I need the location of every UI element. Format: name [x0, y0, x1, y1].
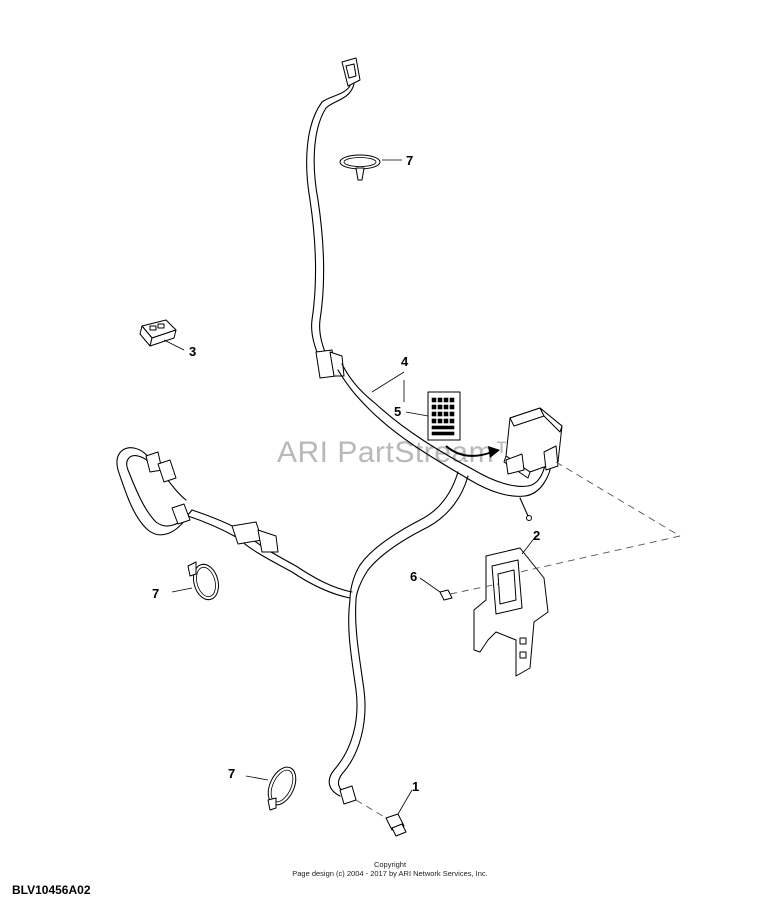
copyright-title: Copyright: [373, 860, 407, 869]
cable-tie-bottom[interactable]: [245, 763, 301, 811]
callout-1: 1: [412, 779, 419, 794]
watermark: ARI PartStream™: [277, 436, 525, 469]
cable-tie-top[interactable]: [339, 154, 402, 181]
switch-part[interactable]: [139, 319, 185, 351]
controller-module[interactable]: [503, 407, 563, 479]
sensor-part[interactable]: [355, 789, 413, 837]
decal-part[interactable]: [405, 391, 500, 458]
callout-3: 3: [189, 344, 196, 359]
callout-7-top: 7: [406, 153, 413, 168]
copyright-text: Page design (c) 2004 - 2017 by ARI Netwo…: [292, 869, 488, 878]
cable-tie-left[interactable]: [171, 561, 222, 603]
alignment-line-lower: [519, 535, 681, 573]
bracket-part[interactable]: [473, 535, 549, 677]
callout-2: 2: [533, 528, 540, 543]
screw-part[interactable]: [419, 577, 499, 601]
callout-4-leader: [371, 371, 405, 393]
callout-6: 6: [410, 569, 417, 584]
drawing-id: BLV10456A02: [12, 883, 91, 897]
callout-7-left: 7: [152, 586, 159, 601]
callout-7-bottom: 7: [228, 766, 235, 781]
wiring-harness[interactable]: [116, 57, 553, 805]
alignment-line-upper: [555, 461, 681, 537]
callout-5: 5: [394, 404, 401, 419]
callout-4: 4: [401, 354, 409, 369]
